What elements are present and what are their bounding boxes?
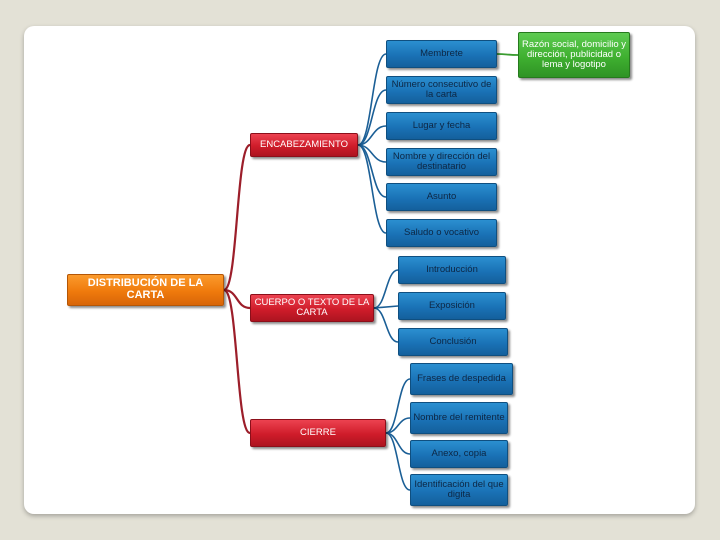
connector-root-encabezamiento	[222, 143, 252, 292]
item-label: Frases de despedida	[417, 373, 506, 385]
section-cierre: CIERRE	[250, 419, 386, 447]
item-label: Membrete	[420, 48, 463, 60]
item-identificacion: Identificación del que digita	[410, 474, 508, 506]
section-cuerpo: CUERPO O TEXTO DE LA CARTA	[250, 294, 374, 322]
item-numero-consecutivo: Número consecutivo de la carta	[386, 76, 497, 104]
root-label: DISTRIBUCIÓN DE LA CARTA	[87, 277, 204, 301]
item-label: Lugar y fecha	[412, 120, 471, 132]
item-exposicion: Exposición	[398, 292, 506, 320]
item-label: Exposición	[429, 300, 475, 312]
detail-label: Razón social, domicilio y dirección, pub…	[521, 39, 626, 70]
item-label: Asunto	[426, 191, 457, 203]
connector-membrete-detail	[496, 53, 519, 56]
item-nombre-remitente: Nombre del remitente	[410, 402, 508, 434]
item-label: Nombre y dirección del destinatario	[392, 151, 491, 172]
item-label: Saludo o vocativo	[404, 227, 479, 239]
section-label: CIERRE	[300, 427, 336, 439]
item-introduccion: Introducción	[398, 256, 506, 284]
item-label: Anexo, copia	[431, 448, 487, 460]
connector-root-cierre	[223, 288, 251, 435]
item-label: Conclusión	[429, 336, 477, 348]
item-label: Número consecutivo de la carta	[391, 79, 492, 100]
connector-root-cuerpo	[223, 288, 251, 310]
item-label: Identificación del que digita	[414, 479, 504, 500]
item-frases-despedida: Frases de despedida	[410, 363, 513, 395]
item-lugar-fecha: Lugar y fecha	[386, 112, 497, 140]
section-label: ENCABEZAMIENTO	[260, 139, 348, 151]
section-encabezamiento: ENCABEZAMIENTO	[250, 133, 358, 157]
item-label: Nombre del remitente	[413, 412, 505, 424]
membrete-detail: Razón social, domicilio y dirección, pub…	[518, 32, 630, 78]
item-membrete: Membrete	[386, 40, 497, 68]
section-label: CUERPO O TEXTO DE LA CARTA	[254, 297, 370, 318]
item-conclusion: Conclusión	[398, 328, 508, 356]
item-anexo-copia: Anexo, copia	[410, 440, 508, 468]
item-asunto: Asunto	[386, 183, 497, 211]
root-node: DISTRIBUCIÓN DE LA CARTA	[67, 274, 224, 306]
item-nombre-destinatario: Nombre y dirección del destinatario	[386, 148, 497, 176]
item-saludo: Saludo o vocativo	[386, 219, 497, 247]
item-label: Introducción	[426, 264, 478, 276]
